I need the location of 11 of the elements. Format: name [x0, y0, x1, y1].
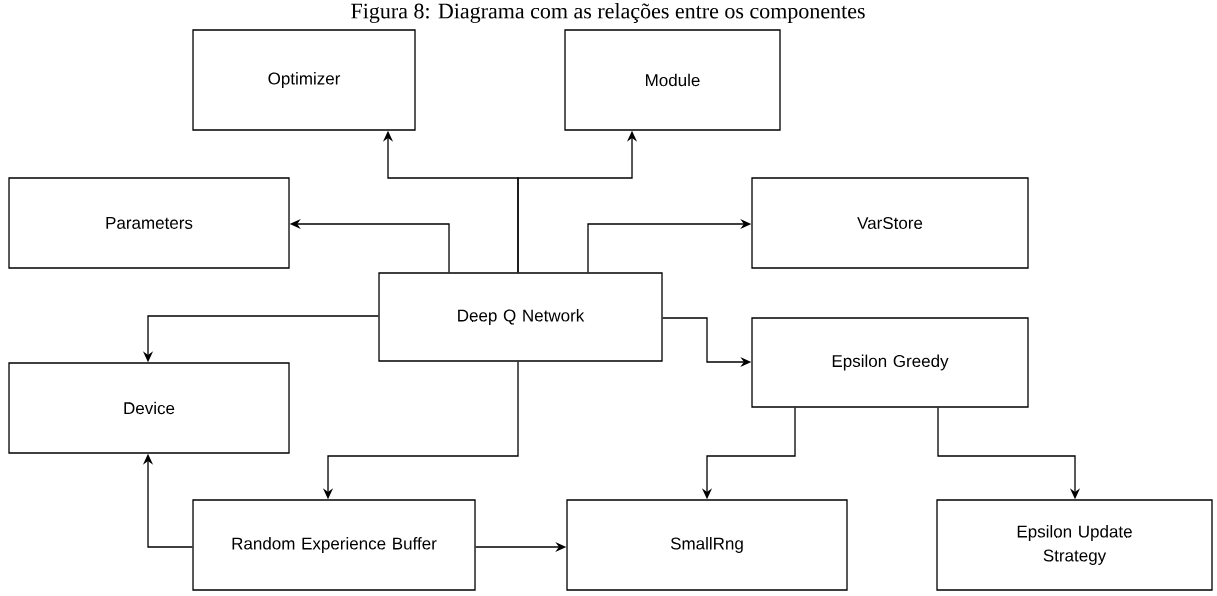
- caption: Figura 8: Diagrama com as relações entre os componentes: [351, 3, 865, 23]
- component-box: Module: [564, 29, 781, 131]
- component-box: Parameters: [8, 177, 290, 269]
- component-box: Epsilon Update Strategy: [936, 499, 1213, 591]
- component-box: VarStore: [751, 177, 1029, 269]
- component-box: Random Experience Buffer: [192, 499, 476, 591]
- component-box: Device: [8, 362, 290, 454]
- component-box: Optimizer: [192, 29, 416, 131]
- component-box: SmallRng: [566, 499, 848, 591]
- component-box: Deep Q Network: [378, 272, 663, 362]
- component-box: Epsilon Greedy: [751, 317, 1029, 408]
